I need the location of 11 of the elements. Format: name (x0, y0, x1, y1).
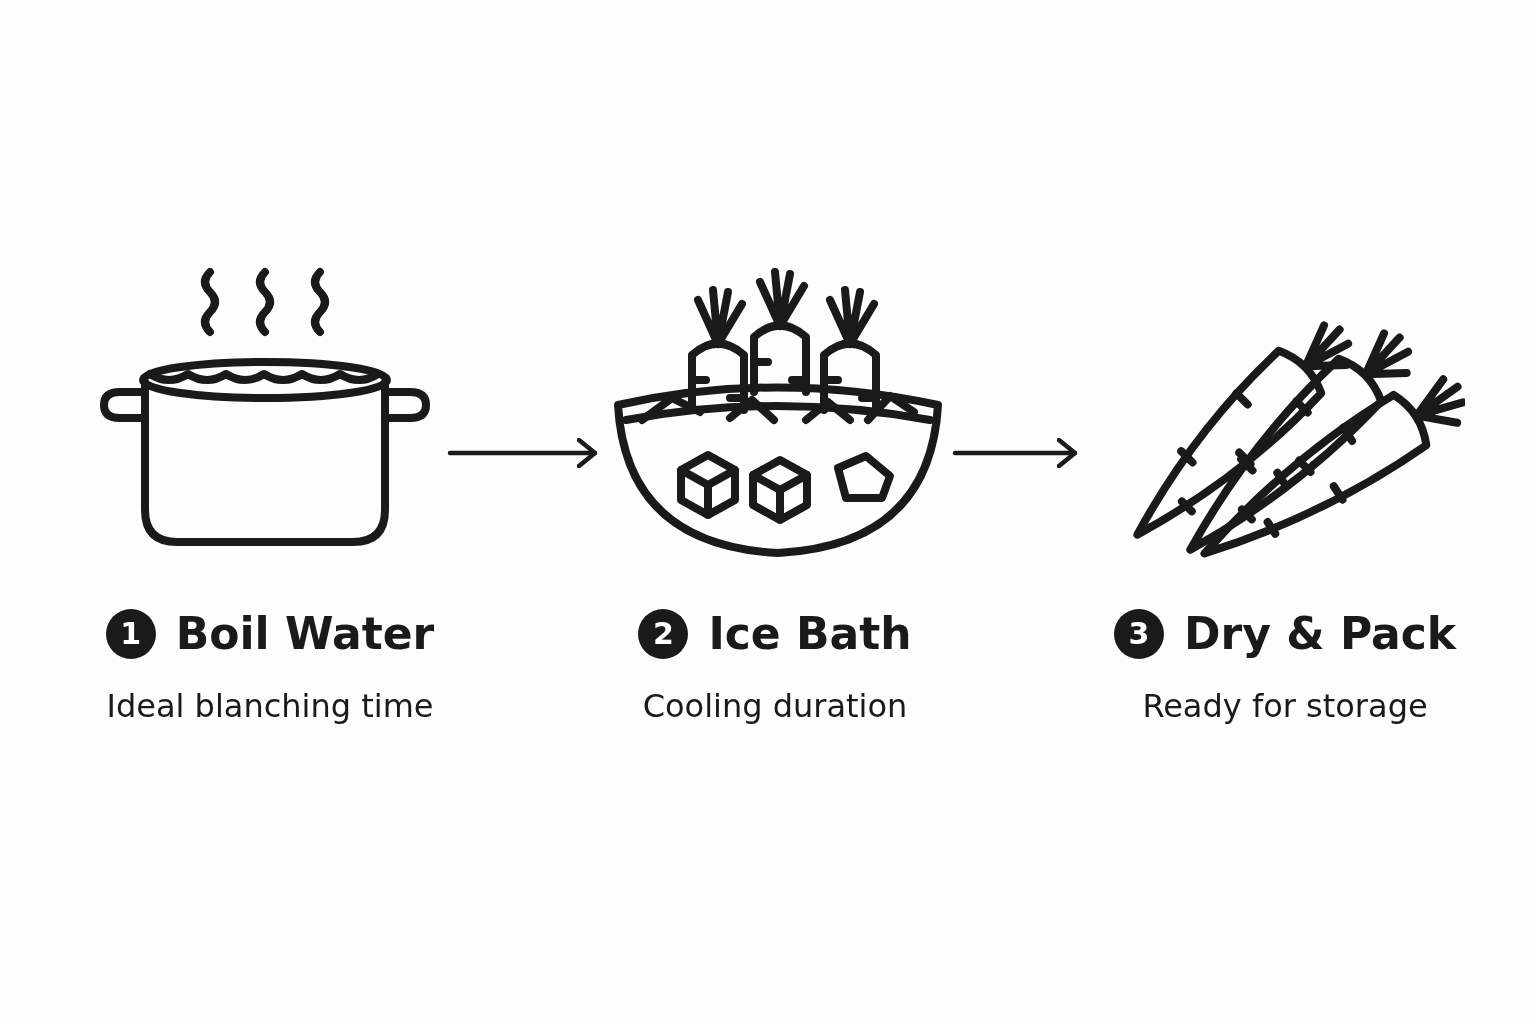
step-title: Dry & Pack (1184, 608, 1456, 659)
step-caption: Cooling duration (642, 687, 908, 725)
arrow (447, 437, 598, 469)
step-number: 1 (105, 608, 156, 659)
arrow (952, 437, 1078, 469)
step-title: Ice Bath (708, 608, 912, 659)
step-caption: Ideal blanching time (106, 687, 434, 725)
step-number: 2 (638, 608, 689, 659)
step-number: 3 (1114, 608, 1164, 659)
step-caption: Ready for storage (1142, 687, 1428, 725)
step-title: Boil Water (175, 608, 435, 659)
